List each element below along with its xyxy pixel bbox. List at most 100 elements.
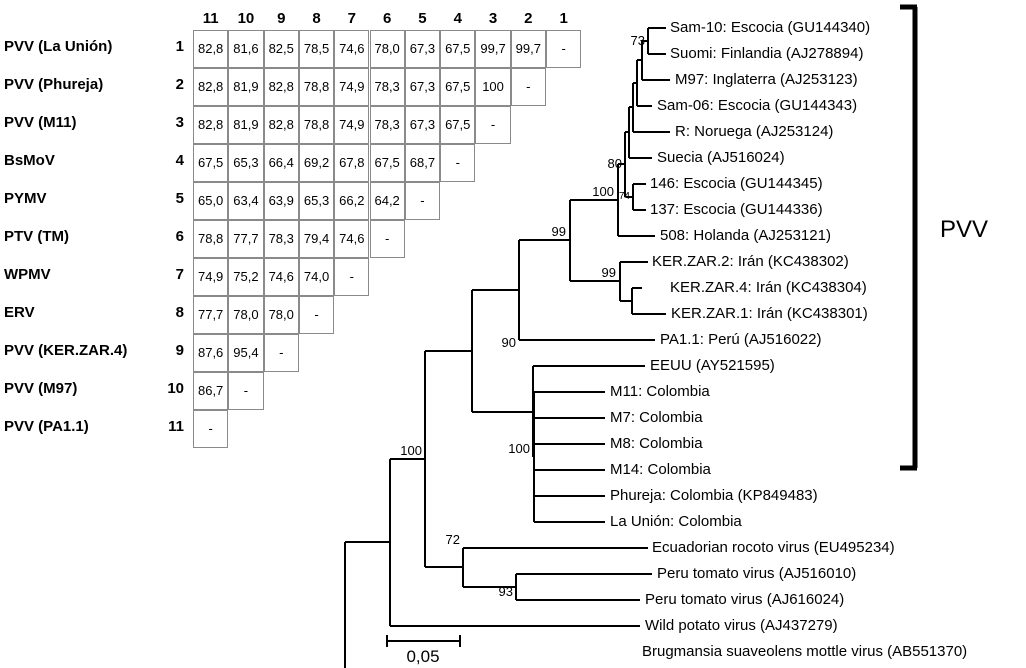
matrix-cell: - bbox=[263, 334, 299, 372]
clade-bracket-label: PVV bbox=[940, 216, 989, 243]
matrix-cell: 67,5 bbox=[440, 30, 476, 68]
matrix-cell: 74,9 bbox=[193, 258, 229, 296]
matrix-cell: 82,8 bbox=[193, 30, 229, 68]
matrix-cell: 65,3 bbox=[298, 182, 335, 220]
bootstrap-value: 80 bbox=[607, 156, 622, 171]
matrix-column-header: 5 bbox=[418, 10, 427, 27]
matrix-column-header: 11 bbox=[202, 10, 219, 27]
matrix-row-label: PVV (La Unión) bbox=[4, 38, 113, 55]
tree-leaf-label: KER.ZAR.4: Irán (KC438304) bbox=[670, 279, 867, 296]
matrix-cell: 67,5 bbox=[369, 144, 405, 182]
matrix-cell: 74,6 bbox=[263, 258, 299, 296]
matrix-cell: 74,6 bbox=[334, 30, 370, 68]
matrix-cell: 67,5 bbox=[440, 68, 476, 106]
matrix-cell: 82,8 bbox=[193, 68, 229, 106]
tree-leaf-label: PA1.1: Perú (AJ516022) bbox=[660, 331, 822, 348]
matrix-row-number: 4 bbox=[175, 152, 184, 169]
matrix-column-header: 10 bbox=[237, 10, 255, 27]
matrix-column-header: 7 bbox=[347, 10, 356, 27]
matrix-row-label: WPMV bbox=[4, 266, 51, 283]
matrix-cell: 74,9 bbox=[334, 106, 370, 144]
matrix-row-label: PTV (TM) bbox=[4, 228, 69, 245]
matrix-cell: - bbox=[298, 296, 335, 334]
matrix-column-header: 4 bbox=[453, 10, 462, 27]
tree-leaf-label: EEUU (AY521595) bbox=[650, 357, 775, 374]
tree-leaf-label: La Unión: Colombia bbox=[610, 513, 742, 530]
matrix-cell: 82,8 bbox=[193, 106, 229, 144]
matrix-cell: 63,9 bbox=[263, 182, 299, 220]
matrix-cell: 95,4 bbox=[228, 334, 264, 372]
matrix-column-header: 6 bbox=[382, 10, 392, 27]
matrix-cell: 74,6 bbox=[334, 220, 370, 258]
tree-leaf-label: 508: Holanda (AJ253121) bbox=[660, 227, 831, 244]
matrix-cell: 78,5 bbox=[298, 30, 335, 68]
matrix-cell: 66,4 bbox=[263, 144, 299, 182]
matrix-cell: 81,9 bbox=[228, 68, 264, 106]
matrix-cell: 78,3 bbox=[263, 220, 299, 258]
matrix-row-number: 10 bbox=[167, 380, 184, 397]
matrix-cell: 82,8 bbox=[263, 68, 299, 106]
tree-leaf-label: Wild potato virus (AJ437279) bbox=[645, 617, 838, 634]
matrix-row-label: PVV (PA1.1) bbox=[4, 418, 89, 435]
pvv-clade-bracket bbox=[900, 4, 918, 471]
scale-bar bbox=[386, 635, 461, 647]
matrix-row-label: PVV (KER.ZAR.4) bbox=[4, 342, 128, 359]
matrix-row-number: 1 bbox=[175, 38, 184, 55]
matrix-cell: 78,8 bbox=[298, 106, 335, 144]
bootstrap-value: 90 bbox=[501, 335, 516, 350]
matrix-cell: 79,4 bbox=[298, 220, 335, 258]
matrix-column-header: 3 bbox=[488, 10, 498, 27]
matrix-row-number: 2 bbox=[175, 76, 184, 93]
matrix-row-number: 7 bbox=[175, 266, 184, 283]
tree-leaf-label: Sam-10: Escocia (GU144340) bbox=[670, 19, 871, 36]
tree-leaf-label: M14: Colombia bbox=[610, 461, 711, 478]
matrix-cell: - bbox=[440, 144, 476, 182]
scale-bar-label: 0,05 bbox=[406, 647, 440, 666]
matrix-cell: - bbox=[228, 372, 264, 410]
matrix-cell: 67,3 bbox=[404, 68, 441, 106]
matrix-cell: 65,3 bbox=[228, 144, 264, 182]
matrix-row-number: 11 bbox=[168, 418, 184, 435]
matrix-column-header: 1 bbox=[559, 10, 568, 27]
matrix-cell: - bbox=[546, 30, 582, 68]
tree-leaf-label: Ecuadorian rocoto virus (EU495234) bbox=[652, 539, 895, 556]
tree-leaf-label: KER.ZAR.1: Irán (KC438301) bbox=[671, 305, 868, 322]
matrix-cell: 67,5 bbox=[193, 144, 229, 182]
matrix-cell: 67,8 bbox=[334, 144, 370, 182]
matrix-column-header: 9 bbox=[277, 10, 286, 27]
matrix-cell: 100 bbox=[475, 68, 511, 106]
matrix-cell: 82,8 bbox=[263, 106, 299, 144]
tree-leaf-label: M7: Colombia bbox=[610, 409, 703, 426]
matrix-row-label: PYMV bbox=[4, 190, 47, 207]
matrix-column-header: 8 bbox=[312, 10, 321, 27]
tree-branches-svg bbox=[344, 4, 918, 668]
matrix-cell: 77,7 bbox=[193, 296, 229, 334]
matrix-cell: 78,0 bbox=[228, 296, 264, 334]
matrix-cell: - bbox=[404, 182, 441, 220]
tree-leaf-label: Suomi: Finlandia (AJ278894) bbox=[670, 45, 864, 62]
matrix-cell: - bbox=[369, 220, 405, 258]
matrix-cell: 78,3 bbox=[369, 106, 405, 144]
matrix-cell: 87,6 bbox=[193, 334, 229, 372]
tree-leaf-label: KER.ZAR.2: Irán (KC438302) bbox=[652, 253, 849, 270]
matrix-cell: 81,6 bbox=[228, 30, 264, 68]
matrix-cell: 68,7 bbox=[404, 144, 441, 182]
matrix-cell: 63,4 bbox=[228, 182, 264, 220]
tree-leaf-label: M97: Inglaterra (AJ253123) bbox=[675, 71, 858, 88]
matrix-cell: - bbox=[334, 258, 370, 296]
bootstrap-value: 72 bbox=[445, 532, 460, 547]
tree-leaf-label: M11: Colombia bbox=[610, 383, 710, 400]
matrix-column-header: 2 bbox=[524, 10, 533, 27]
bootstrap-value: 73 bbox=[630, 33, 645, 48]
matrix-cell: 77,7 bbox=[228, 220, 264, 258]
matrix-cell: 99,7 bbox=[475, 30, 511, 68]
matrix-cell: 67,3 bbox=[404, 30, 441, 68]
matrix-cell: 66,2 bbox=[334, 182, 370, 220]
bootstrap-value: 99 bbox=[551, 224, 566, 239]
matrix-cell: 75,2 bbox=[228, 258, 264, 296]
matrix-cell: 82,5 bbox=[263, 30, 299, 68]
bootstrap-value: 99 bbox=[601, 265, 616, 280]
matrix-cell: 64,2 bbox=[369, 182, 405, 220]
